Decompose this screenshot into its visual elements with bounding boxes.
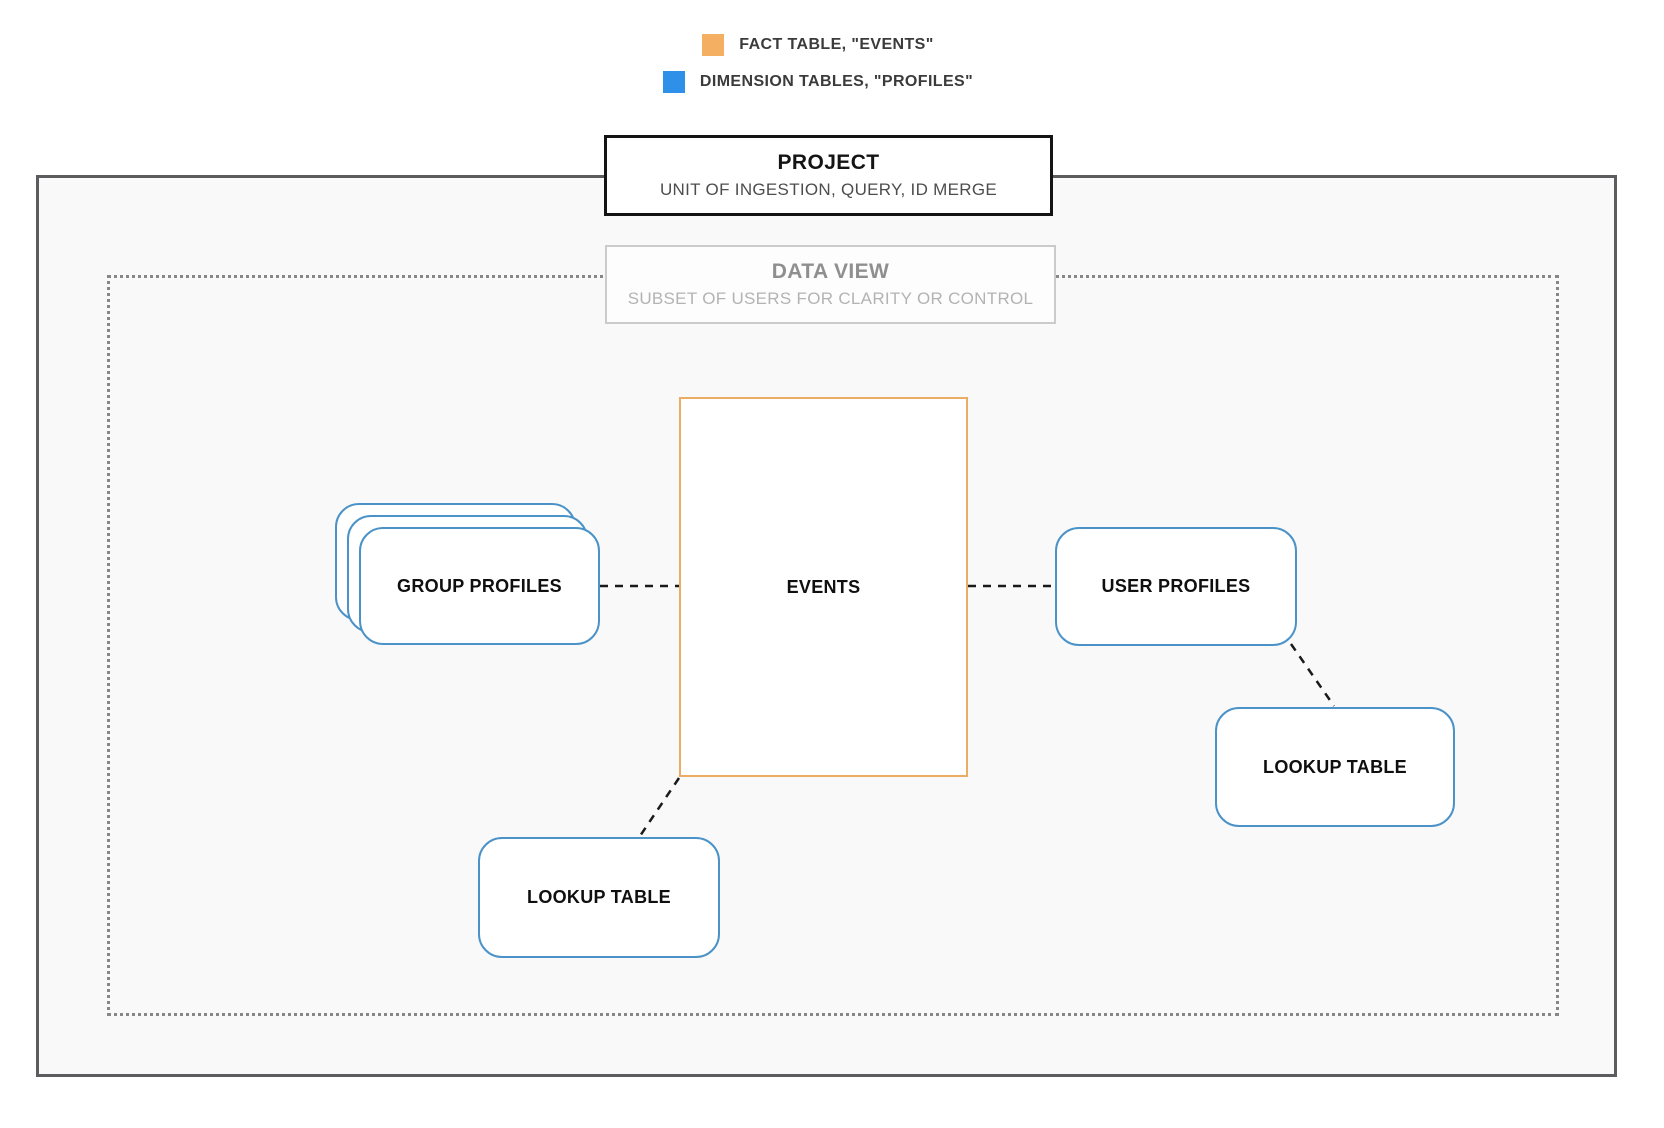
legend-item-fact-table: FACT TABLE, "EVENTS" — [702, 34, 933, 56]
dimension-tables-legend-label: DIMENSION TABLES, "PROFILES" — [699, 73, 974, 90]
data-view-subtitle: SUBSET OF USERS FOR CLARITY OR CONTROL — [627, 289, 1034, 308]
user-profiles-node-label: USER PROFILES — [1101, 576, 1251, 596]
legend-item-dimension-tables: DIMENSION TABLES, "PROFILES" — [662, 71, 974, 93]
group-profiles-node: GROUP PROFILES — [335, 503, 600, 645]
lookup-table-left-node: LOOKUP TABLE — [478, 837, 720, 958]
lookup-table-left-node-label: LOOKUP TABLE — [527, 887, 671, 907]
fact-table-legend-label: FACT TABLE, "EVENTS" — [739, 36, 934, 53]
lookup-table-right-node: LOOKUP TABLE — [1215, 707, 1455, 827]
lookup-table-right-node-label: LOOKUP TABLE — [1263, 756, 1407, 777]
data-view-title: DATA VIEW — [771, 260, 890, 283]
fact-table-swatch-icon — [702, 34, 725, 56]
data-view-label-box: DATA VIEW SUBSET OF USERS FOR CLARITY OR… — [605, 245, 1056, 324]
project-subtitle: UNIT OF INGESTION, QUERY, ID MERGE — [659, 180, 998, 199]
group-profiles-node-label: GROUP PROFILES — [397, 575, 562, 596]
user-profiles-node: USER PROFILES — [1055, 527, 1297, 646]
dimension-tables-swatch-icon — [662, 71, 685, 93]
legend: FACT TABLE, "EVENTS" DIMENSION TABLES, "… — [0, 34, 1664, 93]
project-label-box: PROJECT UNIT OF INGESTION, QUERY, ID MER… — [604, 135, 1053, 216]
group-profiles-stack-front: GROUP PROFILES — [359, 527, 600, 645]
events-node-label: EVENTS — [786, 576, 861, 597]
project-title: PROJECT — [777, 151, 880, 174]
events-node: EVENTS — [679, 397, 968, 777]
